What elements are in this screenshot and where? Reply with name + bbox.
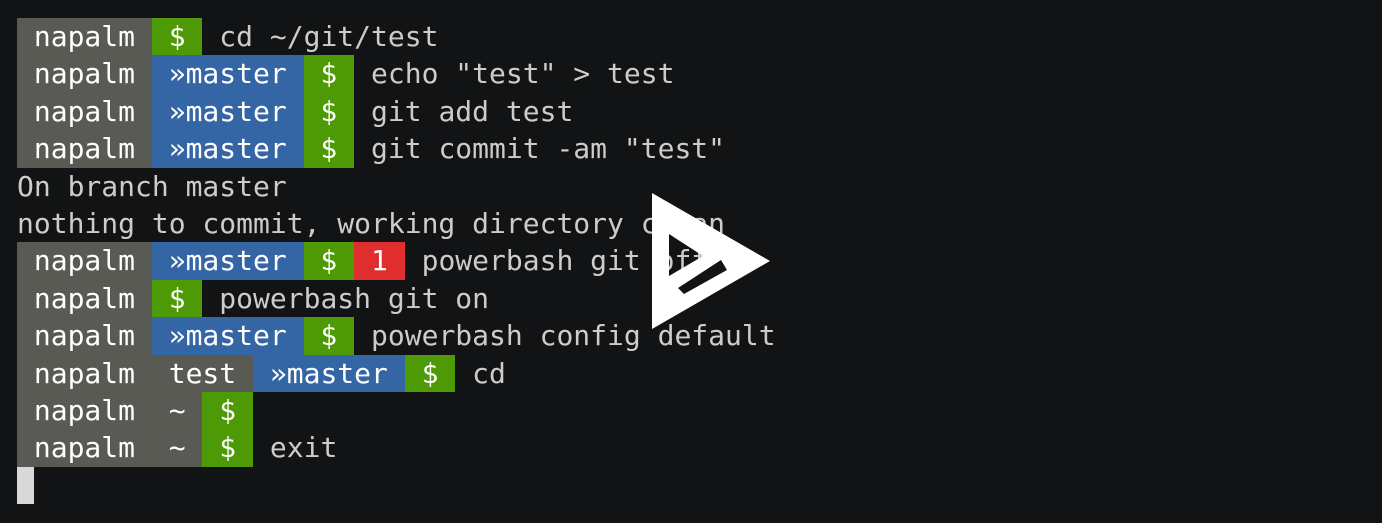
prompt-exit-code-segment: 1 (354, 242, 405, 280)
prompt-user-segment: napalm (17, 242, 152, 280)
play-icon (645, 190, 775, 335)
prompt-symbol-segment: $ (151, 279, 203, 318)
prompt-symbol-segment: $ (151, 18, 203, 56)
command-text: cd (455, 356, 506, 390)
prompt-user-segment: napalm ~ (17, 391, 203, 430)
prompt-branch-segment: »master (151, 317, 304, 355)
prompt-line: napalm test »master $ cd (17, 354, 776, 392)
prompt-symbol-segment: $ (303, 55, 355, 93)
prompt-line: napalm »master $ git commit -am "test" (17, 130, 776, 168)
command-text: git add test (354, 94, 574, 128)
prompt-line: napalm »master $ 1 powerbash git off (17, 242, 776, 280)
prompt-line: napalm ~ $ (17, 391, 776, 430)
prompt-branch-segment: »master (151, 242, 304, 280)
output-line: On branch master (17, 168, 776, 205)
command-text: echo "test" > test (354, 57, 675, 91)
prompt-user-segment: napalm test (17, 354, 254, 392)
prompt-symbol-segment: $ (303, 92, 355, 131)
prompt-symbol-segment: $ (303, 317, 355, 355)
prompt-user-segment: napalm (17, 317, 152, 355)
prompt-symbol-segment: $ (202, 429, 254, 467)
command-text: powerbash git on (202, 281, 490, 315)
prompt-user-segment: napalm (17, 18, 152, 56)
output-text: nothing to commit, working directory cle… (17, 206, 726, 240)
prompt-branch-segment: »master (151, 55, 304, 93)
prompt-branch-segment: »master (151, 92, 304, 131)
prompt-symbol-segment: $ (202, 391, 254, 430)
command-text: exit (253, 431, 338, 465)
prompt-branch-segment: »master (253, 354, 405, 392)
play-button[interactable] (645, 190, 775, 335)
prompt-user-segment: napalm (17, 279, 152, 318)
prompt-symbol-segment: $ (303, 130, 355, 168)
command-text: cd ~/git/test (202, 20, 439, 53)
prompt-line: napalm $ powerbash git on (17, 279, 776, 318)
prompt-line: napalm ~ $ exit (17, 429, 776, 467)
command-text: git commit -am "test" (354, 132, 726, 166)
prompt-line: napalm »master $ powerbash config defaul… (17, 317, 776, 355)
prompt-user-segment: napalm (17, 55, 152, 93)
prompt-line: napalm »master $ echo "test" > test (17, 55, 776, 93)
output-text: On branch master (17, 169, 287, 203)
command-text: powerbash config default (354, 319, 776, 353)
prompt-user-segment: napalm (17, 92, 152, 131)
prompt-user-segment: napalm ~ (17, 429, 203, 467)
prompt-line: napalm $ cd ~/git/test (17, 18, 776, 56)
cursor-line (17, 466, 776, 505)
prompt-user-segment: napalm (17, 130, 152, 168)
terminal-cursor (17, 466, 34, 505)
prompt-line: napalm »master $ git add test (17, 92, 776, 131)
prompt-symbol-segment: $ (303, 242, 355, 280)
prompt-branch-segment: »master (151, 130, 304, 168)
prompt-symbol-segment: $ (404, 354, 456, 392)
